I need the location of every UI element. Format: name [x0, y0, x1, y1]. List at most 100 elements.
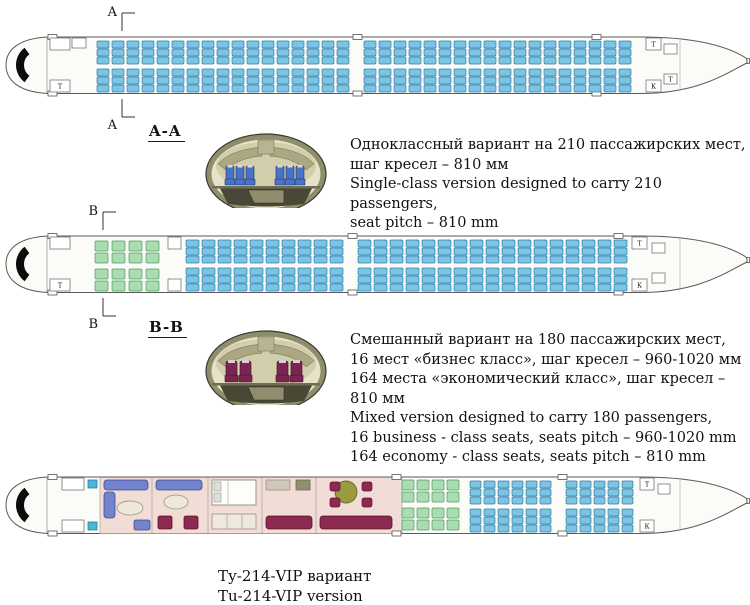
- seat: [423, 48, 437, 57]
- seat: [543, 68, 557, 77]
- seat-cushion: [244, 178, 256, 186]
- seat: [579, 508, 592, 517]
- seat: [438, 48, 452, 57]
- seat: [539, 480, 552, 489]
- seat: [607, 524, 620, 533]
- seat: [497, 488, 510, 497]
- seat: [498, 56, 512, 65]
- seat: [485, 283, 500, 292]
- seat: [528, 56, 542, 65]
- seat: [329, 275, 344, 284]
- seat: [565, 239, 580, 248]
- seat: [621, 488, 634, 497]
- seat: [469, 516, 482, 525]
- seat: [525, 480, 538, 489]
- seat: [588, 84, 602, 93]
- seat: [401, 507, 415, 519]
- seat: [423, 56, 437, 65]
- description-line: Одноклассный вариант на 210 пассажирских…: [350, 137, 746, 153]
- seat: [485, 267, 500, 276]
- seat: [357, 283, 372, 292]
- seat: [363, 40, 377, 49]
- seat: [111, 84, 125, 93]
- seat: [453, 255, 468, 264]
- seat: [469, 239, 484, 248]
- door: [347, 289, 358, 296]
- seat: [373, 283, 388, 292]
- seat: [405, 275, 420, 284]
- seat: [408, 84, 422, 93]
- seat: [533, 255, 548, 264]
- seat: [393, 56, 407, 65]
- seat: [297, 239, 312, 248]
- seat: [528, 40, 542, 49]
- seat: [156, 68, 170, 77]
- seat: [421, 283, 436, 292]
- monument-letter: Т: [645, 480, 650, 488]
- seat: [321, 84, 335, 93]
- seat: [468, 48, 482, 57]
- seat: [483, 48, 497, 57]
- seat: [483, 516, 496, 525]
- bed-pillow: [213, 481, 222, 492]
- seat: [607, 516, 620, 525]
- seat: [126, 84, 140, 93]
- seat: [513, 84, 527, 93]
- seat: [498, 40, 512, 49]
- seat: [321, 56, 335, 65]
- seat: [389, 247, 404, 256]
- seat: [357, 255, 372, 264]
- seat: [565, 247, 580, 256]
- seat: [597, 267, 612, 276]
- seat: [363, 84, 377, 93]
- seat: [231, 56, 245, 65]
- section-marker-letter: B: [88, 317, 98, 331]
- seat: [96, 48, 110, 57]
- seat: [329, 247, 344, 256]
- seat: [588, 48, 602, 57]
- seat: [498, 84, 512, 93]
- seat: [401, 479, 415, 491]
- seat: [201, 56, 215, 65]
- seat: [405, 247, 420, 256]
- seat: [201, 275, 216, 284]
- door: [47, 530, 58, 537]
- seat: [501, 283, 516, 292]
- seat: [357, 267, 372, 276]
- description-line: 16 business - class seats, seats pitch –…: [350, 429, 737, 446]
- seat: [297, 247, 312, 256]
- seat: [613, 239, 628, 248]
- seat: [186, 68, 200, 77]
- seat: [281, 247, 296, 256]
- seat: [588, 68, 602, 77]
- seat: [453, 275, 468, 284]
- vip-caption-ru: Ту-214-VIP вариант: [218, 567, 372, 585]
- seat: [603, 56, 617, 65]
- seat: [513, 56, 527, 65]
- seat: [281, 239, 296, 248]
- seat: [483, 56, 497, 65]
- seat: [525, 488, 538, 497]
- seat: [171, 40, 185, 49]
- seat: [469, 283, 484, 292]
- seat: [525, 508, 538, 517]
- seat: [558, 84, 572, 93]
- seat: [276, 56, 290, 65]
- seat: [423, 76, 437, 85]
- seat: [437, 267, 452, 276]
- seat: [621, 524, 634, 533]
- seat: [517, 255, 532, 264]
- door: [47, 474, 58, 480]
- cabin-monument: [631, 236, 648, 250]
- seat: [246, 56, 260, 65]
- seat: [291, 84, 305, 93]
- seat: [511, 516, 524, 525]
- seat: [593, 508, 606, 517]
- seat-back: [295, 165, 305, 181]
- seat: [408, 40, 422, 49]
- seat: [276, 76, 290, 85]
- seat: [141, 68, 155, 77]
